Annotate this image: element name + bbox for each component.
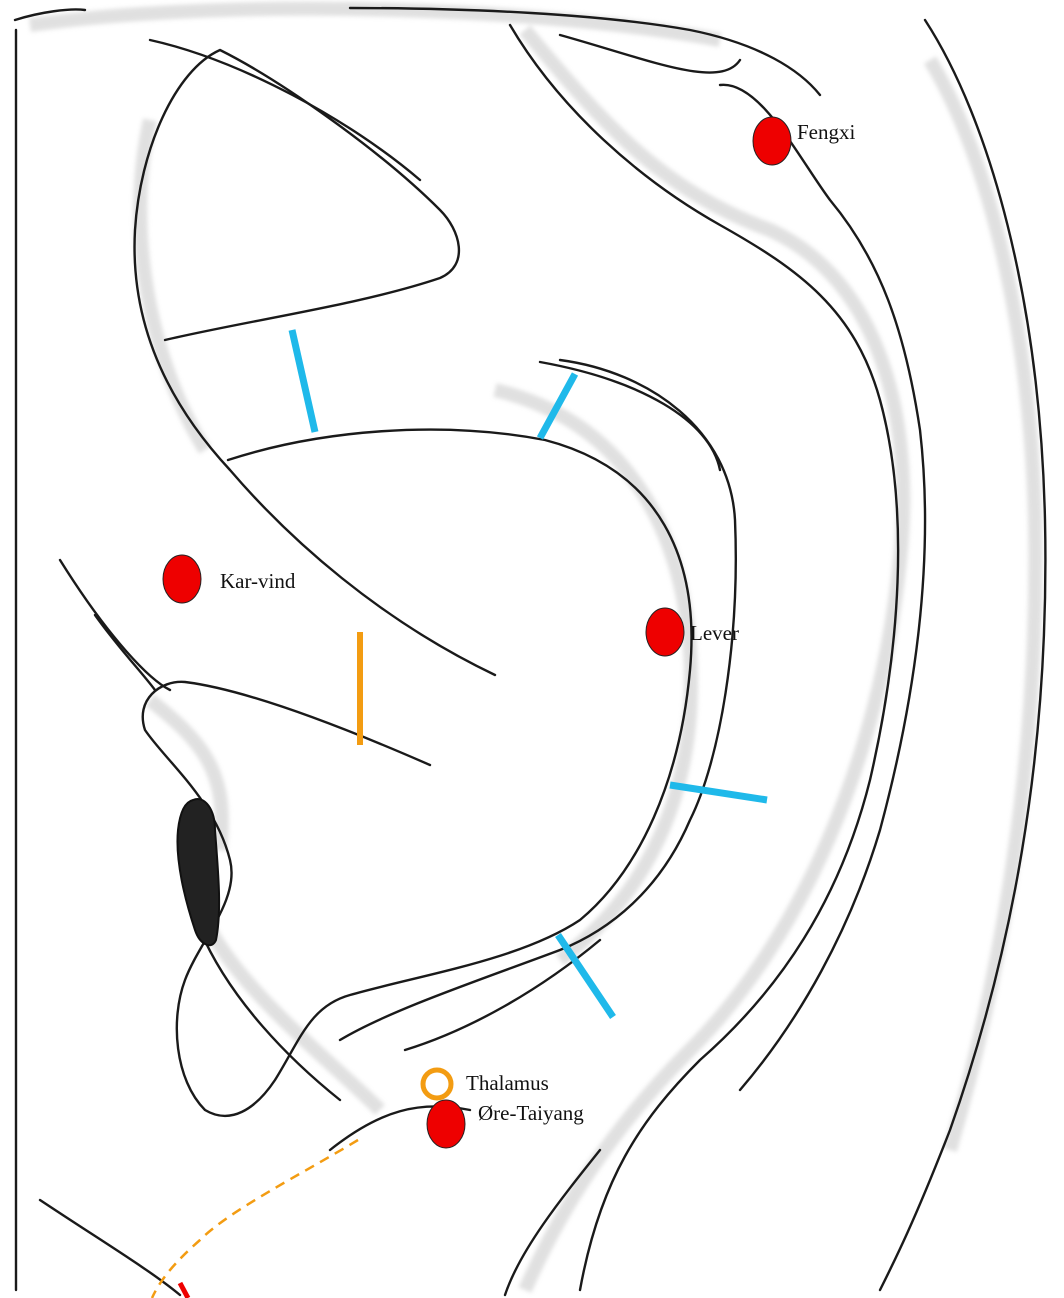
- lever-point-marker: [646, 608, 684, 656]
- kar-vind-point-marker: [163, 555, 201, 603]
- kar-vind-label: Kar-vind: [220, 571, 295, 592]
- fengxi-point-marker: [753, 117, 791, 165]
- ore-taiyang-point-marker: [427, 1100, 465, 1148]
- ore-taiyang-label: Øre-Taiyang: [478, 1103, 584, 1124]
- thalamus-label: Thalamus: [466, 1073, 549, 1094]
- lever-label: Lever: [690, 623, 739, 644]
- fengxi-label: Fengxi: [797, 122, 855, 143]
